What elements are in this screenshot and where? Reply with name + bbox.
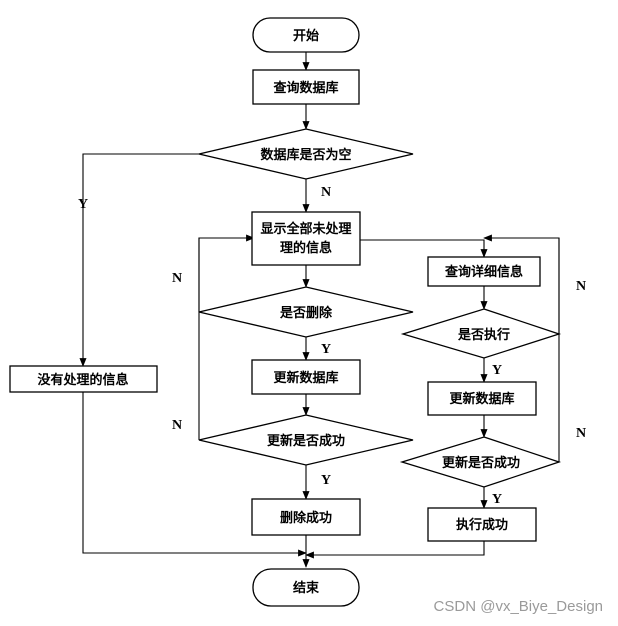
delete-yes-label: Y [321, 342, 331, 357]
start-label: 开始 [293, 28, 319, 44]
node-is-delete: 是否删除 [198, 286, 414, 338]
node-update-db-left: 更新数据库 [251, 359, 361, 395]
update-db-right-label: 更新数据库 [449, 391, 514, 407]
node-db-empty: 数据库是否为空 [198, 128, 414, 180]
right-update-yes-label: Y [492, 492, 502, 507]
is-execute-label: 是否执行 [457, 327, 510, 343]
delete-no-label: N [172, 271, 182, 286]
node-update-db-right: 更新数据库 [427, 381, 537, 416]
no-info-label: 没有处理的信息 [37, 372, 128, 388]
left-update-yes-label: Y [321, 473, 331, 488]
node-start: 开始 [252, 17, 360, 53]
node-no-info: 没有处理的信息 [9, 365, 158, 393]
execute-no-label: N [576, 279, 586, 294]
update-ok-left-label: 更新是否成功 [267, 433, 345, 449]
node-show-unprocessed: 显示全部未处理 理的信息 [251, 211, 361, 266]
is-delete-label: 是否删除 [279, 305, 333, 321]
node-query-db: 查询数据库 [252, 69, 360, 105]
edges [79, 52, 560, 568]
delete-ok-label: 删除成功 [280, 510, 332, 526]
execute-yes-label: Y [492, 363, 502, 378]
node-execute-ok: 执行成功 [427, 507, 537, 542]
execute-ok-label: 执行成功 [456, 517, 508, 533]
edge-execute-ok-end [305, 541, 485, 559]
node-delete-ok: 删除成功 [251, 498, 361, 536]
edge-left-update-no [198, 237, 254, 440]
node-query-detail: 查询详细信息 [427, 256, 541, 287]
empty-yes-label: Y [78, 197, 88, 212]
edge-noinfo-end [82, 392, 307, 557]
end-label: 结束 [293, 580, 320, 596]
right-update-no-label: N [576, 426, 586, 441]
update-ok-right-label: 更新是否成功 [442, 455, 520, 471]
query-db-label: 查询数据库 [272, 80, 338, 96]
update-db-left-label: 更新数据库 [273, 370, 338, 386]
node-is-execute: 是否执行 [400, 308, 562, 359]
edge-show-detail [360, 239, 488, 258]
db-empty-label: 数据库是否为空 [260, 147, 351, 163]
edge-empty-yes [79, 153, 199, 367]
node-end: 结束 [252, 568, 360, 607]
watermark: CSDN @vx_Biye_Design [434, 598, 603, 615]
empty-no-label: N [321, 185, 331, 200]
node-update-ok-left: 更新是否成功 [198, 414, 414, 466]
show-unprocessed-line1: 显示全部未处理 [260, 221, 351, 237]
show-unprocessed-line2: 理的信息 [280, 240, 332, 256]
query-detail-label: 查询详细信息 [444, 264, 523, 280]
left-update-no-label: N [172, 418, 182, 433]
node-update-ok-right: 更新是否成功 [399, 436, 562, 488]
